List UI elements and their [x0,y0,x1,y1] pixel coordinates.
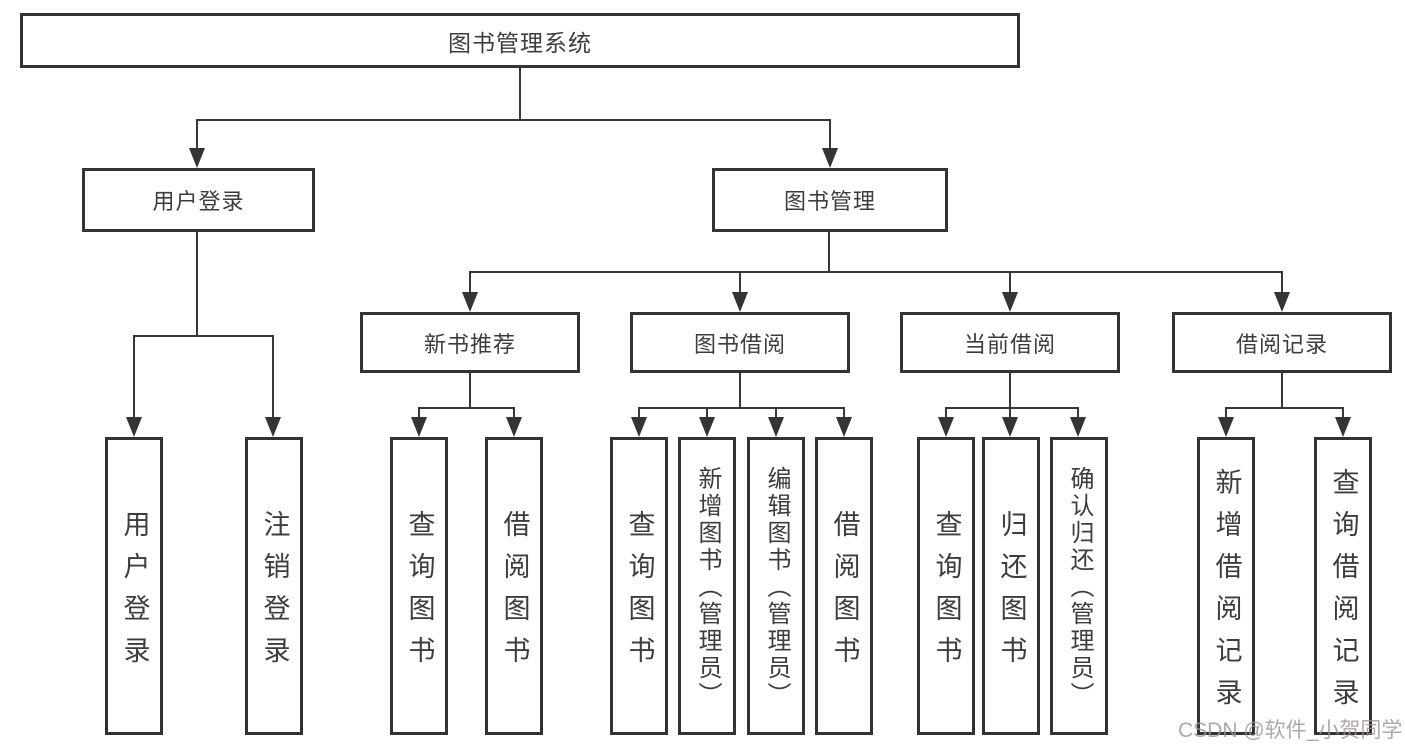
arrow-down-icon [1070,417,1086,437]
leaf-logout: 注销登录 [245,437,303,735]
node-label: 图书借阅 [693,331,786,357]
leaf-return-books: 归还图书 [982,437,1040,735]
connector-line [133,335,274,337]
connector-line [469,271,1283,273]
leaf-borrow-books-recommend: 借阅图书 [485,437,543,735]
node-label: 图书管理系统 [448,29,592,56]
connector-line [829,119,831,152]
leaf-query-books-borrow: 查询图书 [610,437,668,735]
arrow-down-icon [822,148,838,168]
leaf-label: 查询图书 [404,509,435,678]
leaf-label: 新增借阅记录 [1211,467,1242,720]
connector-line [272,335,274,420]
connector-line [1009,373,1011,408]
connector-line [418,407,420,420]
leaf-label: 用户登录 [119,509,150,678]
arrow-down-icon [732,292,748,312]
connector-line [1009,271,1011,296]
connector-line [1225,407,1227,420]
connector-line [828,232,830,272]
node-current-borrow: 当前借阅 [900,312,1120,373]
leaf-label: 借阅图书 [829,509,860,678]
connector-line [1225,407,1344,409]
connector-line [469,271,471,296]
arrow-down-icon [631,417,647,437]
connector-line [513,407,515,420]
arrow-down-icon [1218,417,1234,437]
leaf-label: 借阅图书 [499,509,530,678]
leaf-add-books-admin: 新增图书（管理员） [678,437,736,735]
connector-line [1009,407,1011,420]
csdn-watermark: CSDN @软件_小贺同学 [1178,719,1403,742]
leaf-user-login: 用户登录 [105,437,163,735]
arrow-down-icon [1274,292,1290,312]
arrow-down-icon [1335,417,1351,437]
node-book-borrow: 图书借阅 [630,312,850,373]
node-label: 图书管理 [783,189,876,214]
connector-line [519,68,521,120]
connector-line [843,407,845,420]
node-label: 用户登录 [152,189,245,214]
leaf-label: 新增图书（管理员） [694,466,721,709]
connector-line [775,407,777,420]
connector-line [739,271,741,296]
connector-line [133,335,135,420]
node-new-book-recommend: 新书推荐 [360,312,580,373]
leaf-label: 归还图书 [996,509,1027,678]
arrow-down-icon [938,417,954,437]
leaf-label: 注销登录 [259,509,290,678]
connector-line [197,119,831,121]
leaf-confirm-return-admin: 确认归还（管理员） [1050,437,1108,735]
leaf-label: 查询图书 [624,509,655,678]
leaf-label: 查询图书 [931,509,962,678]
leaf-borrow-books: 借阅图书 [815,437,873,735]
arrow-down-icon [462,292,478,312]
leaf-query-books-recommend: 查询图书 [390,437,448,735]
leaf-label: 确认归还（管理员） [1066,466,1093,709]
arrow-down-icon [768,417,784,437]
node-borrow-records: 借阅记录 [1172,312,1392,373]
arrow-down-icon [189,148,205,168]
node-label: 当前借阅 [963,331,1056,357]
node-book-management: 图书管理 [712,168,948,232]
arrow-down-icon [1002,417,1018,437]
connector-line [196,119,198,152]
leaf-query-borrow-record: 查询借阅记录 [1314,437,1372,735]
connector-line [638,407,845,409]
arrow-down-icon [265,417,281,437]
node-label: 借阅记录 [1235,331,1328,357]
arrow-down-icon [699,417,715,437]
leaf-add-borrow-record: 新增借阅记录 [1197,437,1255,735]
connector-line [1342,407,1344,420]
connector-line [196,232,198,336]
leaf-edit-books-admin: 编辑图书（管理员） [747,437,805,735]
connector-line [418,407,515,409]
connector-line [706,407,708,420]
arrow-down-icon [126,417,142,437]
connector-line [945,407,947,420]
arrow-down-icon [836,417,852,437]
arrow-down-icon [1002,292,1018,312]
arrow-down-icon [506,417,522,437]
connector-line [638,407,640,420]
leaf-label: 编辑图书（管理员） [763,466,790,709]
leaf-query-books-current: 查询图书 [917,437,975,735]
node-label: 新书推荐 [423,331,516,357]
connector-line [1077,407,1079,420]
connector-line [1281,271,1283,296]
connector-line [469,373,471,408]
node-root-library-system: 图书管理系统 [20,13,1020,68]
connector-line [1281,373,1283,408]
connector-line [739,373,741,408]
leaf-label: 查询借阅记录 [1328,467,1359,720]
connector-line [945,407,1079,409]
node-user-login: 用户登录 [82,168,315,232]
arrow-down-icon [411,417,427,437]
